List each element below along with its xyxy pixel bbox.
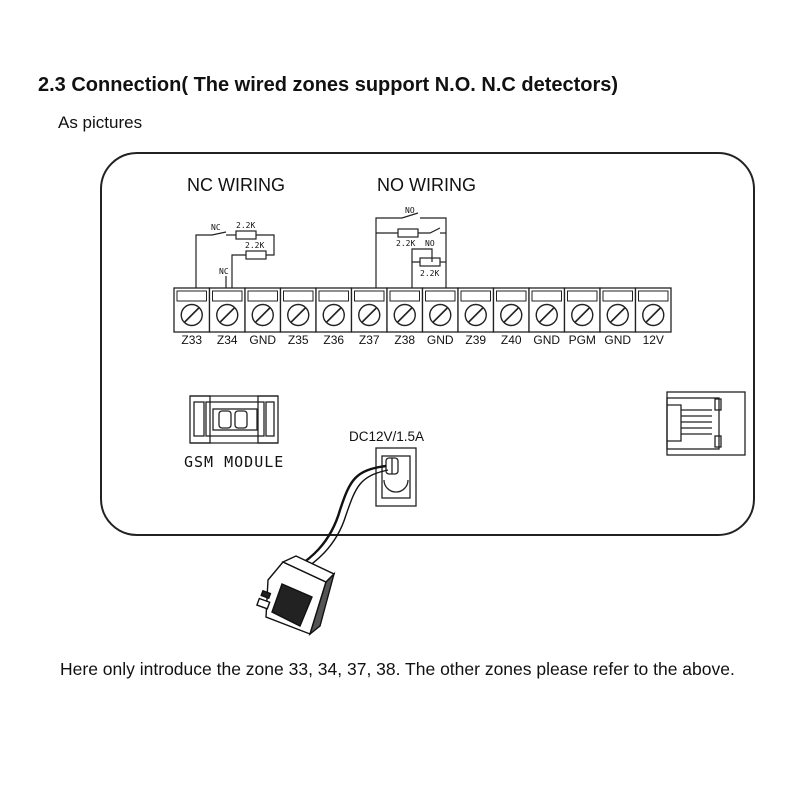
no-contact-mid-label: NO xyxy=(425,239,435,248)
terminal-z33-0[interactable] xyxy=(173,287,211,333)
nc-resistor-bottom xyxy=(245,250,267,260)
no-resistor-mid xyxy=(397,228,419,238)
no-wiring-label: NO WIRING xyxy=(377,175,476,195)
nc-wiring-label: NC WIRING xyxy=(187,175,285,195)
nc-resistor-top xyxy=(235,230,257,240)
no-resistor-bottom-label: 2.2K xyxy=(420,269,439,278)
power-rating-label: DC12V/1.5A xyxy=(349,429,424,444)
terminal-label: Z39 xyxy=(465,333,486,347)
terminal-label: Z40 xyxy=(501,333,522,347)
section-heading: 2.3 Connection( The wired zones support … xyxy=(38,74,619,96)
power-adapter-icon xyxy=(256,555,336,636)
terminal-z34-1[interactable] xyxy=(208,287,246,333)
terminal-z36-4[interactable] xyxy=(315,287,353,333)
terminal-label: GND xyxy=(427,333,454,347)
no-contact-top-label: NO xyxy=(405,206,415,215)
terminal-z39-8[interactable] xyxy=(457,287,495,333)
terminal-label: Z38 xyxy=(394,333,415,347)
terminal-pgm-11[interactable] xyxy=(563,287,601,333)
terminal-gnd-2[interactable] xyxy=(244,287,282,333)
control-board-outline xyxy=(100,152,755,536)
terminal-12v-13[interactable] xyxy=(634,287,672,333)
terminal-gnd-7[interactable] xyxy=(421,287,459,333)
terminal-gnd-10[interactable] xyxy=(528,287,566,333)
terminal-z37-5[interactable] xyxy=(350,287,388,333)
terminal-z35-3[interactable] xyxy=(279,287,317,333)
terminal-label: 12V xyxy=(643,333,664,347)
terminal-z40-9[interactable] xyxy=(492,287,530,333)
terminal-label: Z36 xyxy=(323,333,344,347)
terminal-gnd-12[interactable] xyxy=(599,287,637,333)
terminal-label: Z33 xyxy=(181,333,202,347)
terminal-label: Z37 xyxy=(359,333,380,347)
power-cable xyxy=(295,464,387,569)
nc-resistor-bottom-label: 2.2K xyxy=(245,241,264,250)
no-resistor-bottom xyxy=(419,257,441,267)
terminal-label: GND xyxy=(533,333,560,347)
nc-contact-bottom-label: NC xyxy=(219,267,229,276)
nc-contact-top-label: NC xyxy=(211,223,221,232)
terminal-label: PGM xyxy=(569,333,596,347)
power-cable-inner xyxy=(299,469,389,573)
no-resistor-mid-label: 2.2K xyxy=(396,239,415,248)
rj-connector-icon xyxy=(666,391,746,456)
nc-contact-top-switch xyxy=(211,231,227,236)
section-subheading: As pictures xyxy=(58,113,143,132)
terminal-z38-6[interactable] xyxy=(386,287,424,333)
footer-note: Here only introduce the zone 33, 34, 37,… xyxy=(60,659,735,679)
terminal-label: GND xyxy=(249,333,276,347)
nc-wiring-circuit xyxy=(195,230,275,288)
no-wiring-circuit xyxy=(375,212,447,288)
dc-power-jack-icon xyxy=(375,447,417,507)
terminal-label: GND xyxy=(604,333,631,347)
gsm-module-connector xyxy=(189,395,279,444)
gsm-module-label: GSM MODULE xyxy=(184,453,284,471)
no-contact-mid-switch xyxy=(418,227,441,234)
terminal-label: Z35 xyxy=(288,333,309,347)
nc-resistor-top-label: 2.2K xyxy=(236,221,255,230)
terminal-block: Z33 Z34 GND Z35 Z36 Z37 Z38 GND Z39 Z40 GND PGM GND 1… xyxy=(173,287,672,347)
no-contact-top-switch xyxy=(401,212,419,219)
terminal-label: Z34 xyxy=(217,333,238,347)
